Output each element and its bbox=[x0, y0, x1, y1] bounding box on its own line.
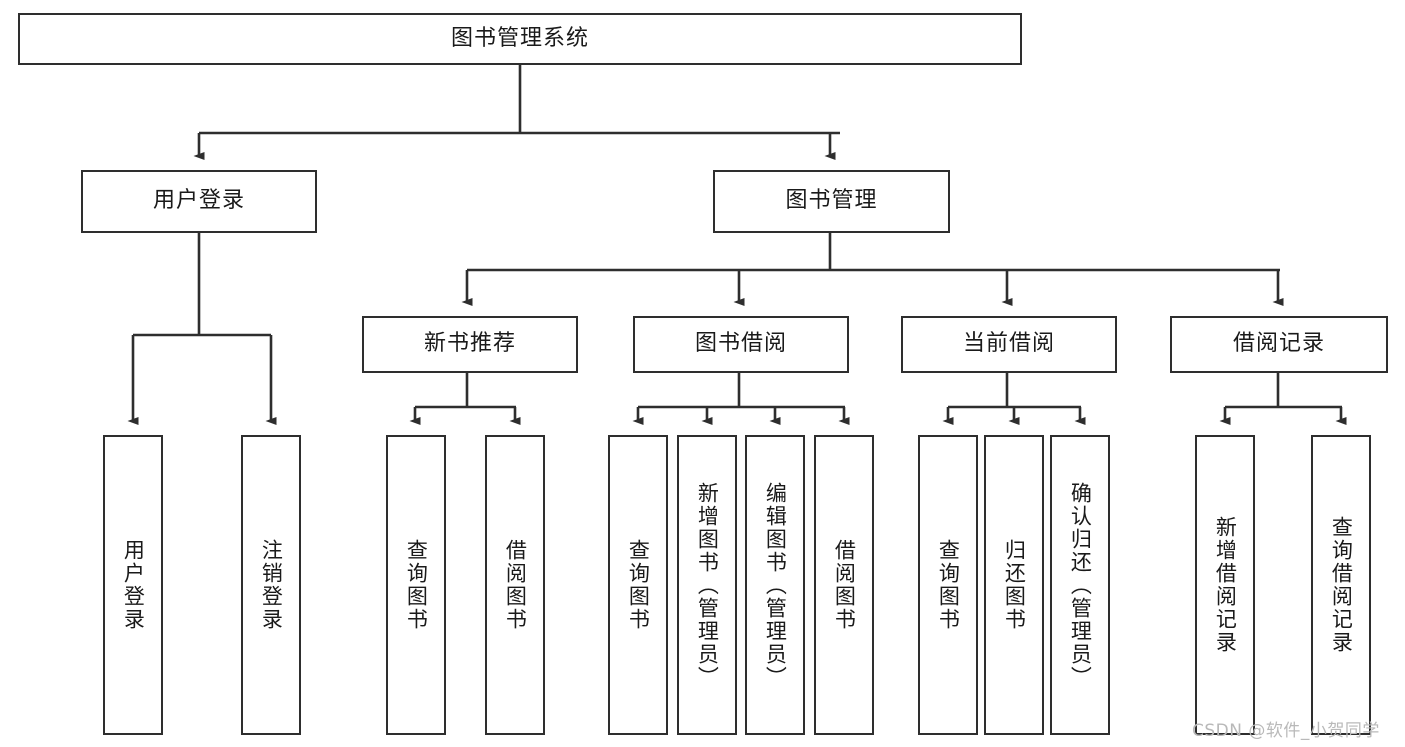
leaf-book-borrow-borrow[interactable]: 借阅图书 bbox=[814, 435, 874, 735]
node-user-login[interactable]: 用户登录 bbox=[81, 170, 317, 233]
node-user-login-label: 用户登录 bbox=[152, 188, 245, 214]
node-root-label: 图书管理系统 bbox=[450, 25, 589, 51]
leaf-current-borrow-return[interactable]: 归还图书 bbox=[984, 435, 1044, 735]
leaf-book-borrow-query[interactable]: 查询图书 bbox=[608, 435, 668, 735]
leaf-book-borrow-edit[interactable]: 编辑图书（管理员） bbox=[745, 435, 805, 735]
leaf-borrow-record-query[interactable]: 查询借阅记录 bbox=[1311, 435, 1371, 735]
node-book-borrow-label: 图书借阅 bbox=[694, 331, 787, 357]
leaf-new-book-query[interactable]: 查询图书 bbox=[386, 435, 446, 735]
leaf-label: 查询图书 bbox=[936, 539, 961, 631]
leaf-label: 注销登录 bbox=[259, 539, 284, 631]
leaf-borrow-record-add[interactable]: 新增借阅记录 bbox=[1195, 435, 1255, 735]
node-book-borrow[interactable]: 图书借阅 bbox=[633, 316, 849, 373]
node-root[interactable]: 图书管理系统 bbox=[18, 13, 1022, 65]
leaf-label: 新增借阅记录 bbox=[1213, 516, 1238, 654]
node-new-book-recommend-label: 新书推荐 bbox=[423, 331, 516, 357]
leaf-user-login-login[interactable]: 用户登录 bbox=[103, 435, 163, 735]
leaf-current-borrow-query[interactable]: 查询图书 bbox=[918, 435, 978, 735]
leaf-label: 归还图书 bbox=[1002, 539, 1027, 631]
leaf-label: 用户登录 bbox=[121, 539, 146, 631]
leaf-label: 查询借阅记录 bbox=[1329, 516, 1354, 654]
leaf-book-borrow-add[interactable]: 新增图书（管理员） bbox=[677, 435, 737, 735]
node-book-management-label: 图书管理 bbox=[785, 188, 878, 214]
leaf-label: 查询图书 bbox=[626, 539, 651, 631]
node-book-management[interactable]: 图书管理 bbox=[713, 170, 950, 233]
leaf-label: 借阅图书 bbox=[832, 539, 857, 631]
leaf-label: 确认归还（管理员） bbox=[1068, 481, 1093, 689]
node-new-book-recommend[interactable]: 新书推荐 bbox=[362, 316, 578, 373]
node-borrow-record-label: 借阅记录 bbox=[1232, 331, 1325, 357]
node-current-borrow-label: 当前借阅 bbox=[962, 331, 1055, 357]
leaf-label: 新增图书（管理员） bbox=[695, 481, 720, 689]
leaf-label: 编辑图书（管理员） bbox=[763, 481, 788, 689]
watermark-text: CSDN @软件_小贺同学 bbox=[1192, 721, 1380, 741]
leaf-label: 查询图书 bbox=[404, 539, 429, 631]
leaf-label: 借阅图书 bbox=[503, 539, 528, 631]
leaf-user-login-logout[interactable]: 注销登录 bbox=[241, 435, 301, 735]
leaf-current-borrow-confirm-return[interactable]: 确认归还（管理员） bbox=[1050, 435, 1110, 735]
leaf-new-book-borrow[interactable]: 借阅图书 bbox=[485, 435, 545, 735]
node-current-borrow[interactable]: 当前借阅 bbox=[901, 316, 1117, 373]
node-borrow-record[interactable]: 借阅记录 bbox=[1170, 316, 1388, 373]
